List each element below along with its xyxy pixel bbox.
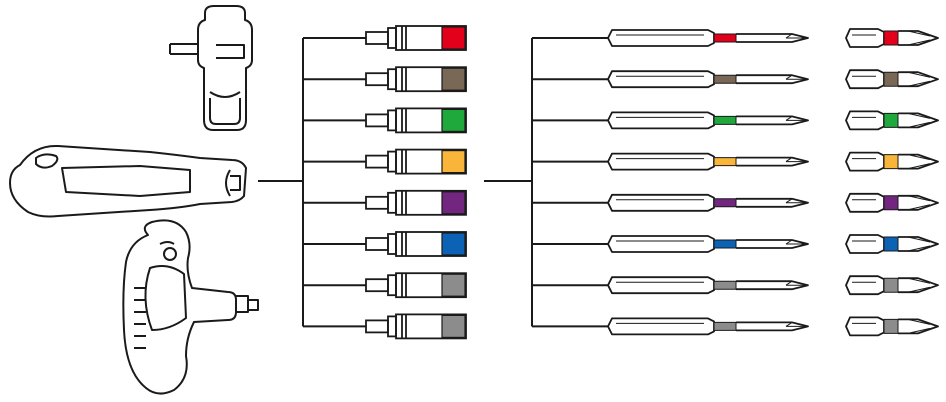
- short-bit-color-band-gray-1: [883, 277, 899, 293]
- short-bit-brown: [845, 69, 939, 90]
- long-bit-color-band-yellow: [713, 157, 737, 167]
- adapter-brown: [365, 66, 467, 93]
- long-bit-green: [607, 111, 809, 130]
- adapter-red: [365, 25, 467, 51]
- pistol-grip-handle-icon: [122, 219, 259, 395]
- short-bit-yellow: [845, 151, 939, 172]
- long-bit-color-band-red: [713, 33, 737, 43]
- short-bit-color-band-blue: [883, 236, 899, 252]
- long-bit-color-band-gray-2: [713, 321, 737, 331]
- adapter-gray-2: [365, 313, 467, 340]
- adapter-yellow: [365, 148, 467, 175]
- short-bit-blue: [845, 234, 939, 254]
- short-bit-color-band-red: [883, 30, 899, 46]
- long-bit-gray-1: [607, 276, 809, 295]
- long-bit-gray-2: [607, 317, 809, 336]
- short-bit-color-band-green: [883, 112, 899, 128]
- adapter-color-band-green: [441, 108, 466, 133]
- long-bit-color-band-green: [713, 115, 737, 125]
- long-bit-color-band-blue: [713, 239, 737, 249]
- short-bit-color-band-brown: [883, 71, 899, 87]
- short-bit-purple: [845, 192, 939, 213]
- adapter-color-band-gray-1: [441, 273, 466, 297]
- long-bit-color-band-gray-1: [713, 280, 737, 290]
- adapter-color-band-yellow: [441, 150, 466, 174]
- adapter-color-band-gray-2: [441, 314, 466, 338]
- adapter-gray-1: [365, 272, 467, 299]
- adapter-blue: [365, 231, 467, 257]
- adapter-purple: [365, 189, 467, 216]
- long-bit-brown: [607, 70, 809, 89]
- long-bit-red: [607, 29, 809, 47]
- short-bit-color-band-gray-2: [883, 318, 899, 334]
- generated-layer: [258, 25, 939, 340]
- long-bit-purple: [607, 193, 809, 212]
- short-bit-color-band-purple: [883, 195, 899, 211]
- long-bit-blue: [607, 235, 809, 253]
- short-bit-color-band-yellow: [883, 154, 899, 170]
- adapter-color-band-brown: [441, 67, 466, 91]
- adapter-color-band-red: [441, 26, 466, 50]
- adapter-color-band-blue: [441, 232, 466, 256]
- long-bit-yellow: [607, 152, 809, 171]
- long-bit-color-band-purple: [713, 198, 737, 208]
- t-handle-adapter-icon: [169, 5, 253, 131]
- adapter-green: [365, 107, 467, 134]
- long-bit-color-band-brown: [713, 74, 737, 84]
- short-bit-red: [845, 28, 939, 48]
- short-bit-gray-1: [845, 275, 939, 296]
- short-bit-gray-2: [845, 316, 939, 337]
- straight-handle-icon: [9, 144, 247, 218]
- short-bit-green: [845, 110, 939, 131]
- adapter-color-band-purple: [441, 191, 466, 215]
